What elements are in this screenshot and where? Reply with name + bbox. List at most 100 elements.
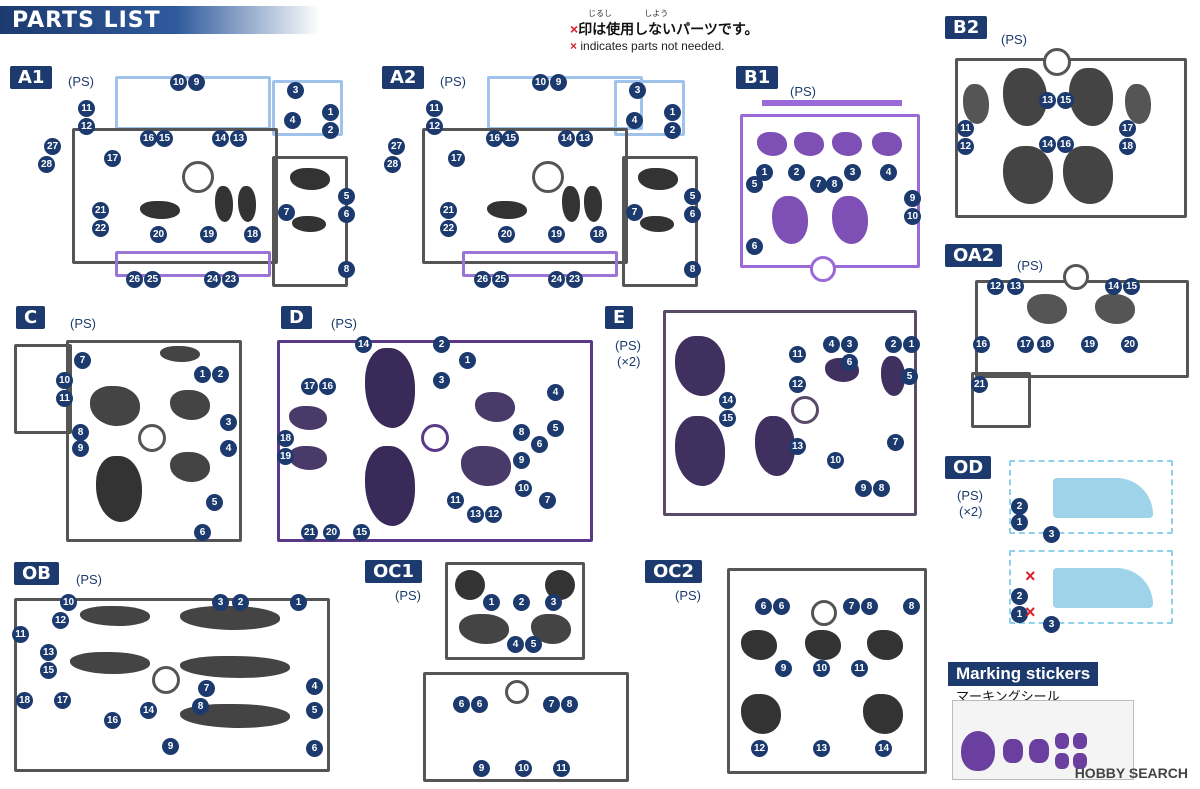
runner-frame-purple <box>462 251 618 277</box>
part-number: 6 <box>773 598 790 615</box>
part-shape <box>70 652 150 674</box>
part-number: 4 <box>220 440 237 457</box>
part-shape <box>90 386 140 426</box>
part-shape <box>1063 146 1113 204</box>
sticker-mark <box>1055 733 1069 749</box>
part-number: 20 <box>150 226 167 243</box>
part-number: 11 <box>957 120 974 137</box>
part-number: 26 <box>126 271 143 288</box>
stickers-title: Marking stickers <box>948 662 1099 686</box>
part-number: 5 <box>684 188 701 205</box>
runner-ps: (PS) <box>68 74 94 89</box>
part-number: 2 <box>1011 498 1028 515</box>
part-number: 3 <box>212 594 229 611</box>
part-number: 16 <box>486 130 503 147</box>
part-shape <box>757 132 787 156</box>
part-number: 3 <box>287 82 304 99</box>
runner-hub <box>182 161 214 193</box>
part-shape <box>963 84 989 124</box>
legend-ruby-2: しよう <box>644 9 669 18</box>
not-needed-mark: × <box>570 21 579 37</box>
part-shape <box>863 694 903 734</box>
part-number: 17 <box>1119 120 1136 137</box>
part-number: 11 <box>426 100 443 117</box>
runner-d: D (PS) 14 2 1 3 17 16 18 19 4 5 8 6 9 10… <box>275 306 595 542</box>
runner-e: E (PS) (×2) 4 3 2 1 11 6 12 5 14 15 13 7… <box>605 306 935 526</box>
part-shape <box>755 416 795 476</box>
page-title: PARTS LIST <box>12 8 161 33</box>
runner-a1: A1 (PS) 10 9 3 11 12 27 28 16 15 14 13 1… <box>10 66 355 288</box>
part-shape <box>867 630 903 660</box>
part-shape <box>675 336 725 396</box>
part-shape <box>1003 146 1053 204</box>
sticker-mark <box>1073 733 1087 749</box>
part-number: 21 <box>92 202 109 219</box>
part-number: 5 <box>206 494 223 511</box>
part-number: 6 <box>755 598 772 615</box>
part-number: 27 <box>44 138 61 155</box>
runner-frame-purple <box>115 251 271 277</box>
runner-qty: (×2) <box>959 504 983 519</box>
part-number: 3 <box>844 164 861 181</box>
part-number: 6 <box>306 740 323 757</box>
part-number: 8 <box>338 261 355 278</box>
part-number: 7 <box>843 598 860 615</box>
part-number: 22 <box>440 220 457 237</box>
part-number: 9 <box>550 74 567 91</box>
runner-hub <box>152 666 180 694</box>
runner-frame <box>66 340 242 542</box>
part-number: 1 <box>322 104 339 121</box>
part-number: 17 <box>1017 336 1034 353</box>
part-number: 1 <box>194 366 211 383</box>
part-number: 1 <box>290 594 307 611</box>
part-number: 5 <box>525 636 542 653</box>
part-number: 11 <box>12 626 29 643</box>
part-number: 9 <box>162 738 179 755</box>
part-number: 11 <box>78 100 95 117</box>
part-number: 19 <box>1081 336 1098 353</box>
runner-hub <box>505 680 529 704</box>
runner-label: OC2 <box>645 560 703 583</box>
runner-ps: (PS) <box>675 588 701 603</box>
part-number: 14 <box>875 740 892 757</box>
runner-hub <box>791 396 819 424</box>
runner-od: OD (PS) (×2) 2 1 3 2 1 3 × × <box>945 456 1195 641</box>
part-number: 3 <box>1043 616 1060 633</box>
part-number: 10 <box>904 208 921 225</box>
part-number: 5 <box>547 420 564 437</box>
part-number: 7 <box>626 204 643 221</box>
part-number: 12 <box>789 376 806 393</box>
part-number: 12 <box>485 506 502 523</box>
part-number: 3 <box>629 82 646 99</box>
runner-label: B1 <box>736 66 779 89</box>
part-number: 24 <box>548 271 565 288</box>
runner-frame-left <box>971 372 1031 428</box>
part-number: 10 <box>515 480 532 497</box>
part-number: 14 <box>140 702 157 719</box>
part-shape <box>365 348 415 428</box>
runner-frame-bottom <box>423 672 629 782</box>
part-number: 13 <box>1039 92 1056 109</box>
part-number: 3 <box>1043 526 1060 543</box>
runner-frame <box>663 310 917 516</box>
marking-stickers: Marking stickers マーキングシール <box>948 662 1138 782</box>
part-number: 8 <box>513 424 530 441</box>
part-shape <box>638 168 678 190</box>
part-number: 6 <box>338 206 355 223</box>
part-number: 18 <box>244 226 261 243</box>
runner-a2: A2 (PS) 10 9 3 11 12 27 28 16 15 14 13 1… <box>382 66 722 288</box>
part-shape <box>1069 68 1113 126</box>
sticker-mark <box>1003 739 1023 763</box>
part-number: 13 <box>576 130 593 147</box>
part-number: 17 <box>104 150 121 167</box>
part-number: 4 <box>626 112 643 129</box>
sticker-sheet <box>952 700 1134 780</box>
part-number: 9 <box>775 660 792 677</box>
part-number: 7 <box>74 352 91 369</box>
part-number: 11 <box>789 346 806 363</box>
part-number: 20 <box>498 226 515 243</box>
part-number: 21 <box>440 202 457 219</box>
part-number: 8 <box>826 176 843 193</box>
runner-label: OC1 <box>365 560 423 583</box>
part-number: 10 <box>515 760 532 777</box>
